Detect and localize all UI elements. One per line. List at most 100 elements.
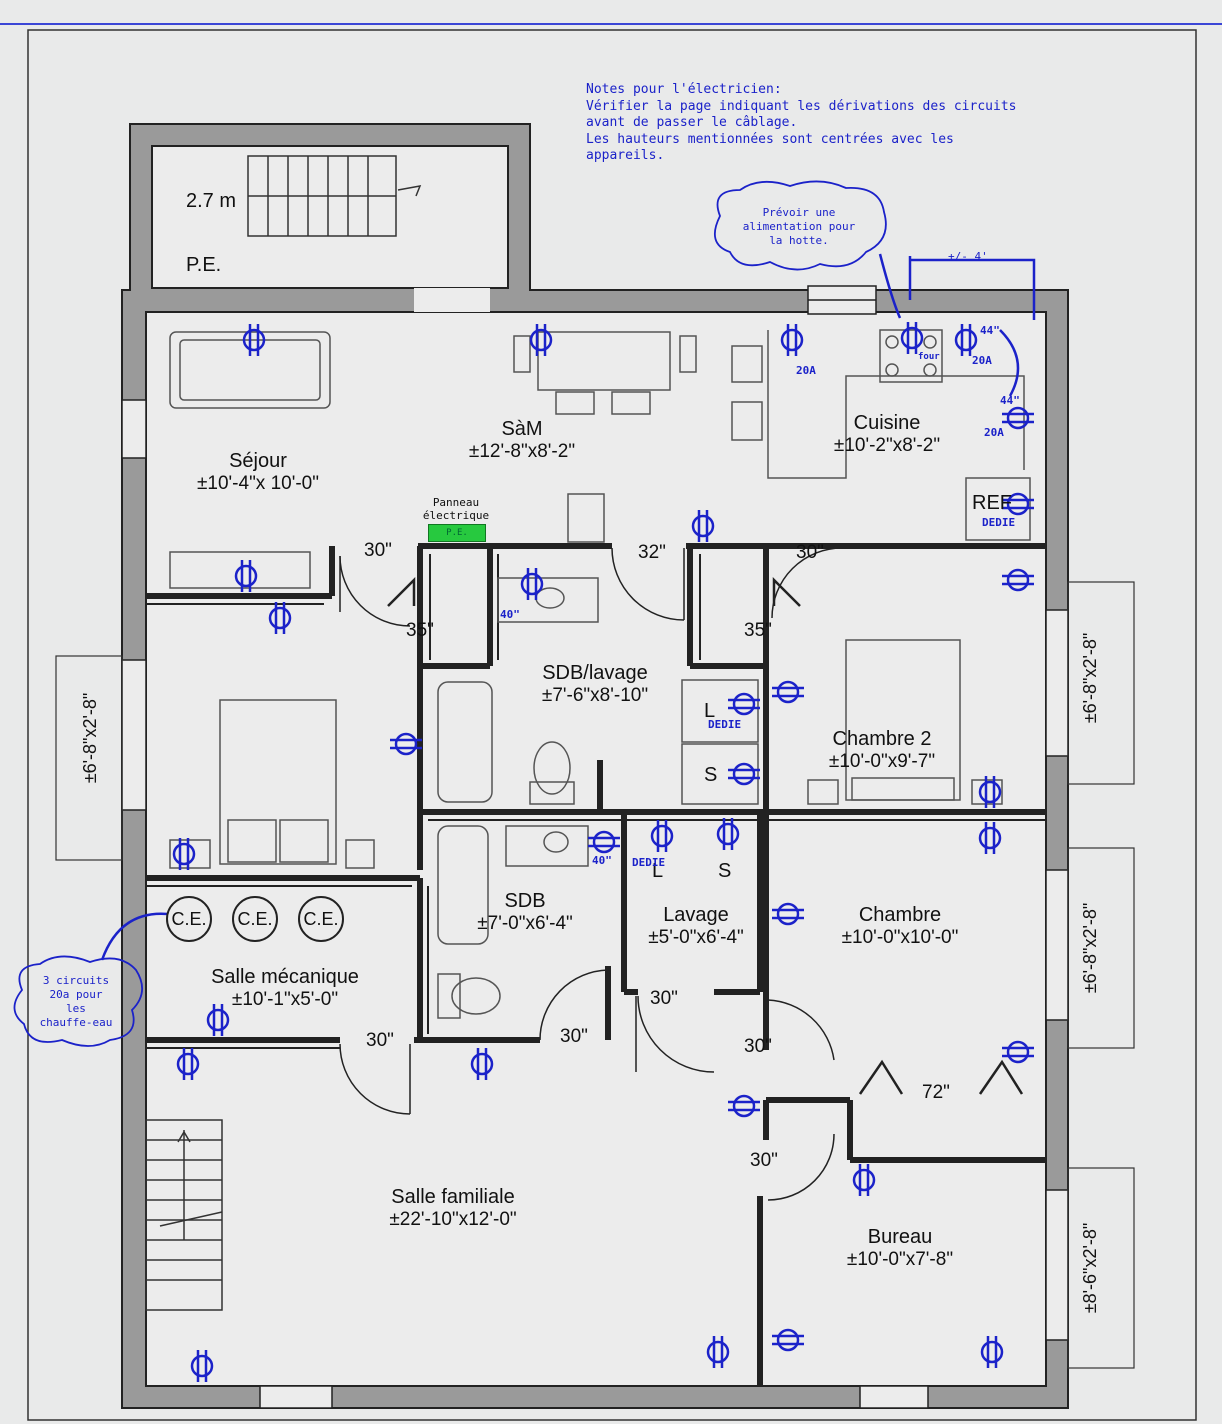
room-dim: ±10'-0"x7'-8" [846, 1249, 954, 1270]
room-dim: ±10'-0"x10'-0" [841, 927, 959, 948]
height-label: 44" [1000, 394, 1020, 407]
cloud-heater-text: 3 circuits 20a pour les chauffe-eau [16, 974, 136, 1030]
cloud-line: 20a pour [49, 988, 103, 1001]
cloud-heater [13, 955, 143, 1047]
outlet-icon [954, 328, 978, 352]
outlet-icon [520, 572, 544, 596]
room-name: Salle mécanique [211, 966, 359, 988]
door-dim: 30" [750, 1150, 778, 1171]
room-name: Séjour [229, 450, 287, 472]
outlet-icon [268, 606, 292, 630]
room-dim: ±10'-0"x9'-7" [828, 751, 936, 772]
outlet-icon [732, 1094, 756, 1118]
outlet-icon [978, 826, 1002, 850]
water-heater-icon: C.E. [232, 896, 278, 942]
cloud-line: les [66, 1002, 86, 1015]
room-dim: ±5'-0"x6'-4" [648, 927, 744, 948]
room-lavage: Lavage ±5'-0"x6'-4" [632, 904, 760, 949]
panel-caption-line: électrique [422, 509, 490, 522]
room-dim: ±12'-8"x8'-2" [468, 441, 576, 462]
room-salle-familiale: Salle familiale ±22'-10"x12'-0" [358, 1186, 548, 1231]
room-chambre: Chambre ±10'-0"x10'-0" [818, 904, 982, 949]
room-chambre2: Chambre 2 ±10'-0"x9'-7" [804, 728, 960, 773]
notes-title: Notes pour l'électricien: [586, 82, 782, 97]
notes-line: Vérifier la page indiquant les dérivatio… [586, 98, 1017, 114]
height-label: 40" [592, 854, 612, 867]
cloud-hood-text: Prévoir une alimentation pour la hotte. [724, 206, 874, 248]
door-dim: 32" [638, 542, 666, 563]
window-dim-left: ±6'-8"x2'-8" [80, 692, 100, 784]
door-dim: 72" [922, 1082, 950, 1103]
door-dim: 30" [650, 988, 678, 1009]
outlet-icon [732, 762, 756, 786]
dedie-label: DEDIE [708, 718, 742, 731]
panel-caption: Panneau électrique [416, 496, 496, 522]
room-name: Cuisine [853, 412, 921, 434]
room-sdb-lavage: SDB/lavage ±7'-6"x8'-10" [516, 662, 674, 707]
room-name: Bureau [867, 1226, 933, 1248]
laundry-l-label: L [652, 860, 664, 882]
door-dim: 35" [744, 620, 772, 641]
room-sdb: SDB ±7'-0"x6'-4" [458, 890, 592, 935]
room-sejour: Séjour ±10'-4"x 10'-0" [176, 450, 340, 495]
cloud-line: 3 circuits [42, 974, 110, 987]
room-dim: ±10'-2"x8'-2" [833, 435, 941, 456]
outlet-icon [176, 1052, 200, 1076]
room-name: SDB/lavage [542, 662, 648, 684]
hood-dim: +/- 4' [948, 250, 988, 263]
furniture [169, 329, 1031, 1019]
outlet-icon [529, 328, 553, 352]
interior-walls [146, 543, 1046, 1386]
room-dim: ±22'-10"x12'-0" [389, 1209, 517, 1230]
outlet-icon [900, 326, 924, 350]
room-dim: ±7'-6"x8'-10" [541, 685, 649, 706]
outlet-icon [852, 1168, 876, 1192]
outlet-icon [394, 732, 418, 756]
room-cuisine: Cuisine ±10'-2"x8'-2" [812, 412, 962, 457]
door-dim: 30" [366, 1030, 394, 1051]
window-dim-right: ±8'-6"x2'-8" [1080, 1222, 1100, 1314]
room-name: SàM [501, 418, 543, 440]
stair-pe [247, 155, 422, 237]
amp-label: 20A [796, 364, 816, 377]
four-label: four [918, 352, 940, 362]
outlet-icon [592, 830, 616, 854]
outlet-icon [470, 1052, 494, 1076]
electrical-panel: P.E. [428, 524, 486, 542]
outlet-icon [776, 902, 800, 926]
outlet-icon [650, 824, 674, 848]
room-name: Chambre [858, 904, 942, 926]
water-heater-icon: C.E. [166, 896, 212, 942]
outlet-icon [980, 1340, 1004, 1364]
electrical-symbols [100, 253, 1036, 1382]
door-dim: 30" [364, 540, 392, 561]
window-dim-right: ±6'-8"x2'-8" [1080, 632, 1100, 724]
amp-label: 20A [972, 354, 992, 367]
room-name: Salle familiale [391, 1186, 515, 1208]
window-dim-right: ±6'-8"x2'-8" [1080, 902, 1100, 994]
notes-line: Les hauteurs mentionnées sont centrées a… [586, 131, 954, 147]
dedie-label: DEDIE [632, 856, 666, 869]
outlet-icon [172, 842, 196, 866]
laundry-s-label: S [718, 860, 732, 882]
cloud-line: alimentation pour [742, 220, 856, 233]
outlet-icon [706, 1340, 730, 1364]
room-name: Lavage [663, 904, 729, 926]
height-label: 40" [500, 608, 520, 621]
room-dim: ±10'-4"x 10'-0" [196, 473, 319, 494]
laundry-l-label: L [704, 700, 716, 722]
room-dim: ±10'-1"x5'-0" [231, 989, 339, 1010]
door-dim: 30" [560, 1026, 588, 1047]
outlet-icon [776, 680, 800, 704]
notes-line: avant de passer le câblage. [586, 115, 798, 130]
cloud-line: la hotte. [769, 234, 829, 247]
room-name: SDB [504, 890, 546, 912]
laundry-s-label: S [704, 764, 718, 786]
room-name: Chambre 2 [832, 728, 932, 750]
outlet-icon [190, 1354, 214, 1378]
cloud-line: Prévoir une [762, 206, 836, 219]
water-heater-icon: C.E. [298, 896, 344, 942]
outlet-icon [1006, 1040, 1030, 1064]
door-dim: 35" [406, 620, 434, 641]
outlet-icon [780, 328, 804, 352]
